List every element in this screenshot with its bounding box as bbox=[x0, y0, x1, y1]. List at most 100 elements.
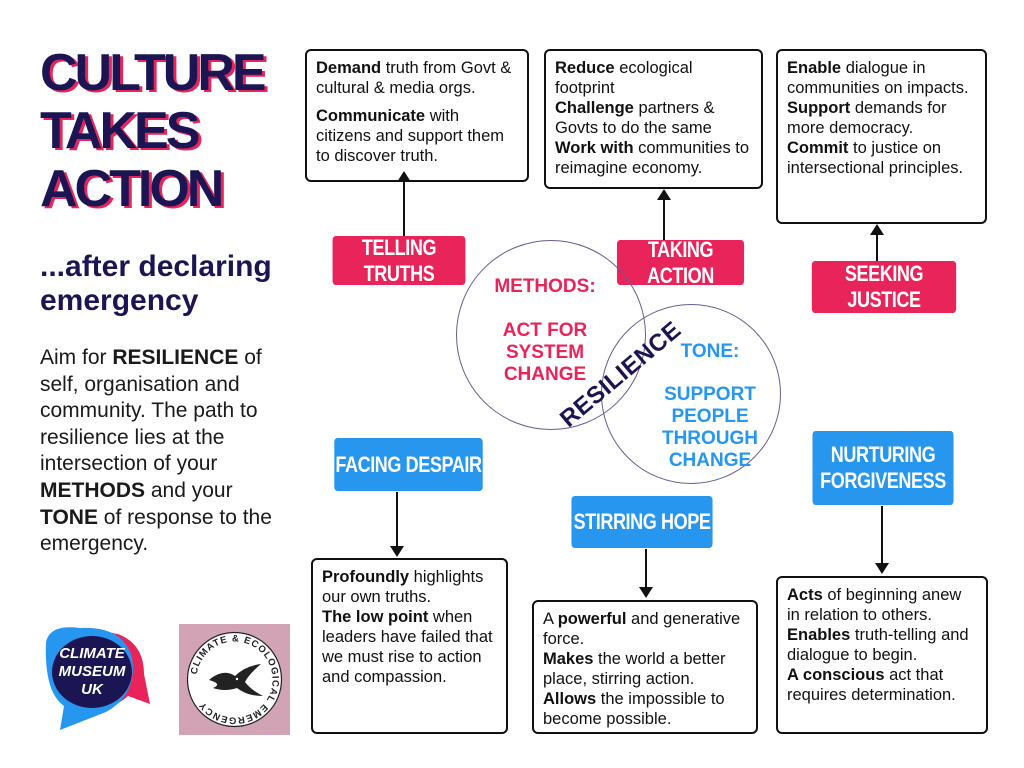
tone-circle bbox=[601, 304, 781, 484]
arrow-up-justice bbox=[870, 224, 884, 261]
facing-despair-box: Profoundly highlights our own truths. Th… bbox=[311, 558, 508, 734]
box-span: truth from Govt & cultural & media orgs. bbox=[316, 59, 512, 97]
box-span: highlights our own truths. bbox=[322, 568, 484, 606]
aim-text: and your bbox=[145, 478, 233, 502]
telling-truths-box: Demand truth from Govt & cultural & medi… bbox=[305, 49, 529, 182]
box-text: Communicate with citizens and support th… bbox=[316, 106, 518, 166]
logo-text: UK bbox=[81, 681, 104, 698]
title-line-3: ACTION bbox=[40, 160, 224, 218]
tone-line: THROUGH bbox=[661, 428, 759, 449]
box-bold: Allows bbox=[543, 690, 597, 708]
box-text: Enable dialogue in communities on impact… bbox=[787, 58, 976, 98]
box-bold: Reduce bbox=[555, 59, 615, 77]
nurturing-forgiveness-box: Acts of beginning anew in relation to ot… bbox=[776, 576, 988, 734]
box-span: the world a better place, stirring actio… bbox=[543, 650, 726, 688]
box-text: Makes the world a better place, stirring… bbox=[543, 649, 747, 689]
aim-text: of self, organisation and community. The… bbox=[40, 346, 262, 476]
aim-bold-tone: TONE bbox=[40, 505, 98, 529]
arrow-down-forgiveness bbox=[875, 506, 889, 574]
box-span: with citizens and support them to discov… bbox=[316, 107, 505, 165]
box-span: partners & Govts to do the same bbox=[555, 99, 715, 137]
box-bold: Enable bbox=[787, 59, 842, 77]
box-text: The low point when leaders have failed t… bbox=[322, 607, 497, 687]
box-span: when leaders have failed that we must ri… bbox=[322, 608, 493, 686]
box-bold: Enables bbox=[787, 626, 851, 644]
box-bold: The low point bbox=[322, 608, 429, 626]
tone-line: CHANGE bbox=[668, 450, 752, 471]
box-bold: Demand bbox=[316, 59, 382, 77]
box-text: A powerful and generative force. bbox=[543, 609, 747, 649]
box-span: dialogue in communities on impacts. bbox=[787, 59, 969, 97]
box-bold: A conscious bbox=[787, 666, 885, 684]
tone-title: TONE: bbox=[680, 341, 740, 362]
nurturing-forgiveness-label: NURTURING FORGIVENESS bbox=[812, 431, 954, 505]
title-line-2: TAKES bbox=[40, 102, 200, 160]
box-span: and generative force. bbox=[543, 610, 741, 648]
box-span: of beginning anew in relation to others. bbox=[787, 586, 962, 624]
methods-line: SYSTEM bbox=[505, 342, 585, 363]
box-text: Support demands for more democracy. bbox=[787, 98, 976, 138]
box-span: truth-telling and dialogue to begin. bbox=[787, 626, 969, 664]
tone-text: SUPPORT PEOPLE THROUGH CHANGE bbox=[640, 384, 780, 472]
tone-line: SUPPORT bbox=[664, 384, 756, 405]
aim-bold-resilience: RESILIENCE bbox=[112, 346, 239, 369]
box-text: Acts of beginning anew in relation to ot… bbox=[787, 585, 977, 625]
box-span: the impossible to become possible. bbox=[543, 690, 725, 728]
subtitle: ...after declaring emergency bbox=[40, 250, 272, 317]
title-line-1: CULTURE bbox=[40, 44, 267, 102]
methods-line: CHANGE bbox=[503, 364, 587, 385]
logo-text: CLIMATE bbox=[59, 645, 126, 662]
box-bold: Communicate bbox=[316, 107, 426, 125]
arrow-down-despair bbox=[390, 492, 404, 557]
arrow-down-hope bbox=[639, 549, 653, 598]
seeking-justice-box: Enable dialogue in communities on impact… bbox=[776, 49, 987, 224]
speech-bubble-icon: CLIMATE MUSEUM UK bbox=[45, 627, 150, 730]
box-span: to justice on intersectional principles. bbox=[787, 139, 964, 177]
box-bold: Acts bbox=[787, 586, 823, 604]
telling-truths-label: TELLING TRUTHS bbox=[332, 235, 466, 286]
climate-ecological-emergency-logo: CLIMATE & ECOLOGICAL EMERGENCY bbox=[179, 624, 290, 735]
stirring-hope-box: A powerful and generative force. Makes t… bbox=[532, 600, 758, 734]
box-bold: Challenge bbox=[555, 99, 634, 117]
box-text: Reduce ecological footprint bbox=[555, 58, 752, 98]
aim-bold-methods: METHODS bbox=[40, 478, 145, 502]
aim-paragraph: Aim for RESILIENCE of self, organisation… bbox=[40, 345, 290, 558]
box-bold: Profoundly bbox=[322, 568, 410, 586]
box-text: Enables truth-telling and dialogue to be… bbox=[787, 625, 977, 665]
tone-line: PEOPLE bbox=[671, 406, 749, 427]
swallow-emblem-icon: CLIMATE & ECOLOGICAL EMERGENCY bbox=[186, 631, 283, 728]
box-span: A bbox=[543, 610, 558, 628]
methods-text: ACT FOR SYSTEM CHANGE bbox=[478, 320, 612, 386]
arrow-up-telling bbox=[397, 171, 411, 236]
box-span: act that requires determination. bbox=[787, 666, 956, 704]
box-text: Commit to justice on intersectional prin… bbox=[787, 138, 976, 178]
methods-line: ACT FOR bbox=[502, 320, 588, 341]
box-text: Demand truth from Govt & cultural & medi… bbox=[316, 58, 518, 98]
box-bold: Makes bbox=[543, 650, 594, 668]
box-text: Challenge partners & Govts to do the sam… bbox=[555, 98, 752, 138]
seeking-justice-label: SEEKING JUSTICE bbox=[811, 261, 957, 313]
climate-museum-uk-logo: CLIMATE MUSEUM UK bbox=[40, 622, 152, 734]
methods-title: METHODS: bbox=[494, 276, 596, 297]
box-bold: Support bbox=[787, 99, 851, 117]
box-bold: powerful bbox=[557, 610, 627, 628]
box-bold: Work with bbox=[555, 139, 634, 157]
main-title: CULTURE TAKES ACTION bbox=[40, 44, 300, 218]
logo-text: MUSEUM bbox=[59, 663, 126, 680]
taking-action-label: TAKING ACTION bbox=[616, 237, 745, 288]
aim-text: Aim for bbox=[40, 346, 113, 369]
box-span: demands for more democracy. bbox=[787, 99, 947, 137]
label-line: NURTURING bbox=[830, 442, 936, 467]
stirring-hope-label: STIRRING HOPE bbox=[571, 496, 713, 548]
label-line: FORGIVENESS bbox=[820, 468, 946, 493]
box-bold: Commit bbox=[787, 139, 849, 157]
box-text: Work with communities to reimagine econo… bbox=[555, 138, 752, 178]
aim-text: of response to the emergency. bbox=[40, 505, 272, 556]
box-text: A conscious act that requires determinat… bbox=[787, 665, 977, 705]
box-text: Profoundly highlights our own truths. bbox=[322, 567, 497, 607]
box-span: ecological footprint bbox=[555, 59, 693, 97]
box-span: communities to reimagine economy. bbox=[555, 139, 750, 177]
facing-despair-label: FACING DESPAIR bbox=[334, 438, 483, 491]
box-text: Allows the impossible to become possible… bbox=[543, 689, 747, 729]
arrow-up-action bbox=[657, 189, 671, 240]
